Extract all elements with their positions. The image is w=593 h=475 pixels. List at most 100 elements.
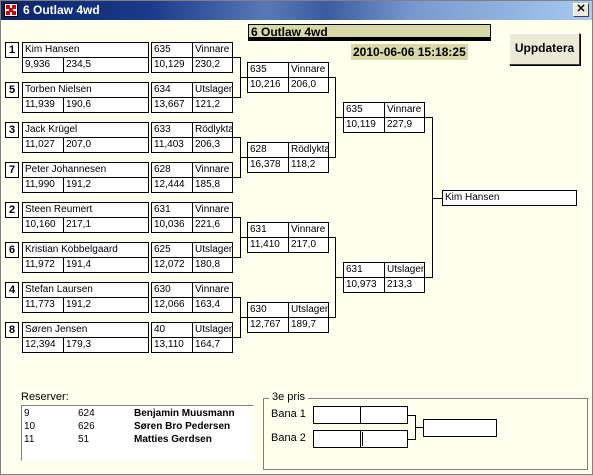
car-time: 12,444 [151,177,193,193]
driver-speed: 179,3 [63,337,149,353]
driver-time: 11,990 [22,177,64,193]
car-speed: 206,3 [192,137,233,153]
lane-2-car-field[interactable] [313,430,361,448]
reserves-label: Reserver: [21,391,69,403]
seed-number: 2 [5,202,19,218]
close-button[interactable]: ✕ [573,3,589,17]
reserve-name: Benjamin Muusmann [134,408,235,419]
title-bar[interactable]: 6 Outlaw 4wd ✕ [1,1,592,20]
driver-name: Søren Jensen [22,322,149,338]
connector [233,177,241,178]
driver-speed: 217,1 [63,217,149,233]
connector [329,157,336,158]
heat-status: Utslagen [192,82,233,98]
driver-time: 11,027 [22,137,64,153]
reserve-car: 626 [78,421,95,432]
reserve-name: Søren Bro Pedersen [134,421,231,432]
connector [329,317,336,318]
car-speed: 185,8 [192,177,233,193]
third-place-winner-field[interactable] [423,419,497,437]
car-time: 16,378 [247,157,289,173]
driver-speed: 191,2 [63,177,149,193]
heat-title-underline [248,38,491,41]
lane-1-car-field[interactable] [313,406,361,424]
seed-number: 5 [5,82,19,98]
reserve-no: 10 [24,421,36,432]
driver-speed: 207,0 [63,137,149,153]
connector [233,297,241,298]
driver-name: Kim Hansen [22,42,149,58]
driver-name: Kristian Kobbelgaard [22,242,149,258]
seed-number: 8 [5,322,19,338]
car-number: 630 [151,282,193,298]
seed-number: 4 [5,282,19,298]
driver-time: 10,160 [22,217,64,233]
car-speed: 118,2 [288,157,329,173]
connector [408,415,416,416]
heat-status: Utslagen [384,262,425,278]
car-time: 10,216 [247,77,289,93]
driver-speed: 190,6 [63,97,149,113]
third-place-legend: 3e pris [269,391,309,403]
lane-2-result-field[interactable] [360,430,408,448]
heat-status: Utslagen [192,322,233,338]
connector [432,198,442,199]
driver-speed: 191,2 [63,297,149,313]
connector [425,277,433,278]
lane-2-label: Bana 2 [271,432,306,444]
car-speed: 213,3 [384,277,425,293]
car-time: 12,072 [151,257,193,273]
connector [233,97,241,98]
car-speed: 163,4 [192,297,233,313]
driver-name: Steen Reumert [22,202,149,218]
heat-status: Rödlyktan [288,142,329,158]
connector [233,337,241,338]
driver-speed: 191,4 [63,257,149,273]
heat-status: Vinnare [192,162,233,178]
car-time: 13,110 [151,337,193,353]
car-speed: 180,8 [192,257,233,273]
timestamp: 2010-06-06 15:18:25 [351,44,468,60]
driver-name: Torben Nielsen [22,82,149,98]
bracket-panel: 6 Outlaw 4wd 2010-06-06 15:18:25 Uppdate… [1,20,592,474]
lane-1-label: Bana 1 [271,408,306,420]
connector [432,117,433,278]
heat-status: Vinnare [288,222,329,238]
car-speed: 189,7 [288,317,329,333]
driver-time: 11,773 [22,297,64,313]
driver-time: 9,936 [22,57,64,73]
connector [240,317,247,318]
car-number: 628 [151,162,193,178]
text-cursor [362,432,363,446]
update-button[interactable]: Uppdatera [509,33,580,65]
car-time: 11,403 [151,137,193,153]
seed-number: 1 [5,42,19,58]
car-speed: 164,7 [192,337,233,353]
reserve-name: Matties Gerdsen [134,434,212,445]
connector [335,277,343,278]
winner-name: Kim Hansen [442,190,577,206]
third-place-group [263,398,588,470]
seed-number: 3 [5,122,19,138]
heat-status: Vinnare [192,202,233,218]
connector [240,237,247,238]
connector [329,237,336,238]
driver-time: 12,394 [22,337,64,353]
lane-1-result-field[interactable] [360,406,408,424]
car-number: 625 [151,242,193,258]
connector [233,57,241,58]
car-time: 10,036 [151,217,193,233]
car-time: 10,119 [343,117,385,133]
reserve-no: 9 [24,408,30,419]
car-number: 631 [151,202,193,218]
seed-number: 6 [5,242,19,258]
reserve-no: 11 [24,434,35,445]
driver-name: Stefan Laursen [22,282,149,298]
connector [233,217,241,218]
car-number: 633 [151,122,193,138]
car-time: 13,667 [151,97,193,113]
car-number: 40 [151,322,193,338]
reserve-car: 51 [78,434,90,445]
